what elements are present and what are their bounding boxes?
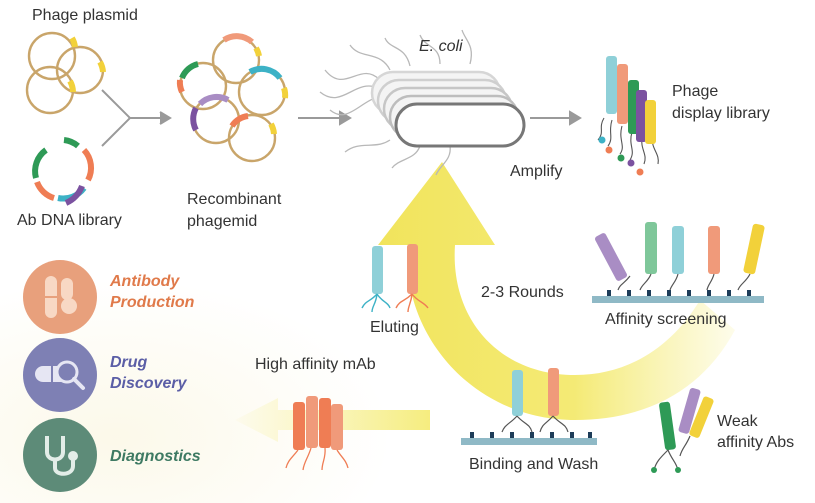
label-weak-2: affinity Abs [717,434,795,451]
label-ecoli: E. coli [419,38,463,55]
app-antibody-line1: Antibody [110,273,180,290]
high-affinity-mab-bundle [285,396,349,471]
recombinant-phagemids [176,33,289,163]
merge-arrow [101,89,172,147]
label-binding-wash: Binding and Wash [469,456,599,473]
affinity-screening-surface [592,222,765,303]
eluting-phages [361,244,429,313]
label-weak-1: Weak [717,413,758,430]
label-phage-display-1: Phage [672,83,719,100]
label-amplify: Amplify [510,163,563,180]
phage-plasmids [25,31,106,115]
label-high-affinity: High affinity mAb [255,356,376,373]
antibody-production-circle [23,260,97,334]
phage-library-bundle [597,56,659,176]
app-drug-line1: Drug [110,354,148,371]
ab-dna-library [32,137,95,206]
arrow-to-library [530,110,582,126]
label-ab-dna-library: Ab DNA library [17,212,122,229]
label-rounds: 2-3 Rounds [481,284,564,301]
label-recombinant-2: phagemid [187,213,258,230]
app-diagnostics: Diagnostics [110,448,201,465]
label-phage-display-2: display library [672,105,770,122]
drug-discovery-circle [23,338,97,412]
label-affinity-screening: Affinity screening [605,311,727,328]
label-recombinant-1: Recombinant [187,191,282,208]
diagnostics-circle [23,418,97,492]
weak-affinity-phages [651,387,714,473]
ecoli-cells [319,29,526,176]
label-phage-plasmid: Phage plasmid [32,7,138,24]
app-drug-line2: Discovery [110,375,187,392]
cycle-arrow [378,162,735,420]
chromosome-icon [45,276,77,318]
stethoscope-icon [45,436,78,476]
pill-magnifier-icon [35,360,85,390]
binding-wash-surface [461,368,597,445]
label-eluting: Eluting [370,319,419,336]
app-antibody-line2: Production [110,294,195,311]
